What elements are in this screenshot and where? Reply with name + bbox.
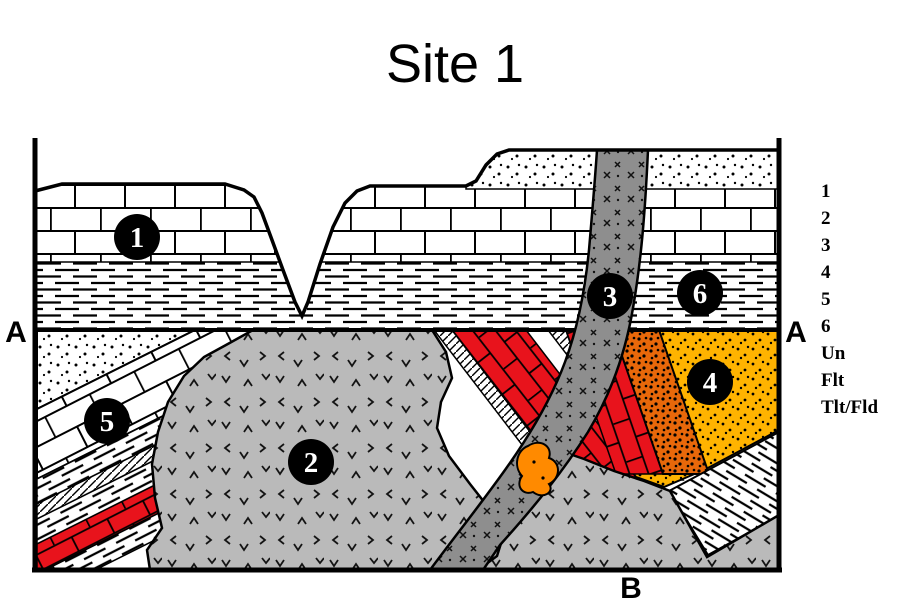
legend: 1 2 3 4 5 6 Un Flt Tlt/Fld bbox=[821, 181, 878, 418]
legend-item-5: 5 bbox=[821, 289, 831, 310]
legend-item-2: 2 bbox=[821, 208, 831, 229]
unit-label-3-text: 3 bbox=[603, 281, 618, 313]
legend-item-4: 4 bbox=[821, 262, 831, 283]
orange-blob-dot bbox=[532, 460, 536, 464]
site-title: Site 1 bbox=[386, 34, 524, 94]
marker-a-right: A bbox=[785, 316, 807, 349]
unit-label-4: 4 bbox=[687, 359, 733, 405]
unit-label-6-text: 6 bbox=[693, 278, 708, 310]
unit-label-6: 6 bbox=[677, 270, 723, 316]
surface-profile bbox=[34, 148, 779, 321]
unit-label-2-text: 2 bbox=[304, 447, 319, 479]
legend-item-1: 1 bbox=[821, 181, 831, 202]
legend-item-tltfld: Tlt/Fld bbox=[821, 397, 878, 418]
legend-item-6: 6 bbox=[821, 316, 831, 337]
unit-label-5: 5 bbox=[84, 398, 130, 444]
marker-b: B bbox=[620, 572, 642, 605]
unit-label-2: 2 bbox=[288, 439, 334, 485]
unit-label-1: 1 bbox=[114, 214, 160, 260]
unit-label-1-text: 1 bbox=[130, 222, 145, 254]
legend-item-un: Un bbox=[821, 343, 846, 364]
orange-blob bbox=[516, 441, 559, 497]
unit-label-4-text: 4 bbox=[703, 367, 718, 399]
legend-item-flt: Flt bbox=[821, 370, 845, 391]
legend-item-3: 3 bbox=[821, 235, 831, 256]
marker-a-left: A bbox=[5, 316, 27, 349]
unit-label-5-text: 5 bbox=[100, 406, 115, 438]
orange-blob-dot bbox=[541, 476, 545, 480]
shale-region bbox=[35, 261, 779, 332]
dike-3-region bbox=[427, 148, 650, 572]
unit-label-3: 3 bbox=[587, 273, 633, 319]
